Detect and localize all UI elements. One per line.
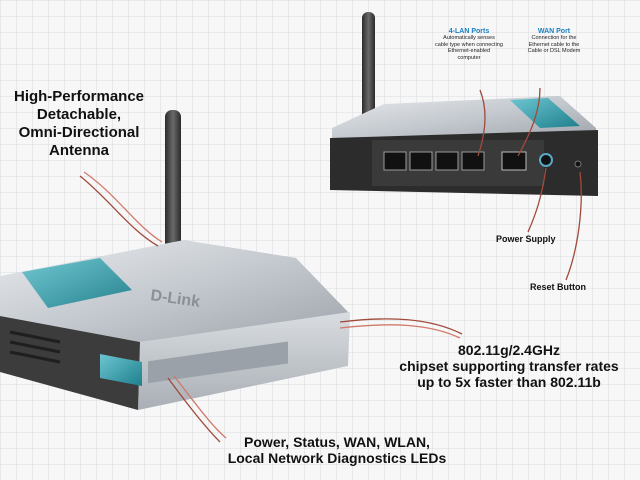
reset-button-hole (574, 160, 582, 168)
led-callout-line-2 (173, 375, 227, 439)
wan-port-callout: WAN Port Connection for the Ethernet cab… (514, 28, 594, 55)
power-callout-line (527, 167, 547, 233)
chipset-callout-line2: chipset supporting transfer rates (399, 358, 619, 374)
front-teal-band (22, 258, 132, 308)
chipset-callout-line (339, 318, 463, 335)
antenna-callout-line4: Antenna (49, 142, 109, 159)
lan-ports (383, 151, 485, 171)
chipset-callout-line-2 (339, 324, 461, 339)
side-vents (9, 330, 61, 364)
brand-logo: D-Link (149, 287, 201, 311)
wan-port-desc-2: Ethernet cable to the (528, 41, 580, 48)
lan-ports-desc-4: computer (457, 54, 481, 61)
led-callout-line1: Power, Status, WAN, WLAN, (244, 434, 430, 450)
antenna-callout-line (79, 175, 159, 247)
chipset-callout-line1: 802.11g/2.4GHz (458, 342, 560, 358)
lan-ports-desc-3: Ethernet-enabled (447, 48, 491, 54)
callout-lines (79, 87, 582, 443)
chipset-callout: 802.11g/2.4GHz chipset supporting transf… (378, 342, 640, 390)
lan-ports-desc-2: cable type when connecting (435, 41, 503, 48)
antenna-callout-line3: Omni-Directional (18, 124, 140, 141)
wan-port (501, 151, 527, 171)
lan-ports-callout: 4-LAN Ports Automatically senses cable t… (424, 28, 514, 61)
lan-callout-line (477, 89, 486, 157)
wan-port-desc-3: Cable or DSL Modem (527, 48, 581, 54)
router-back-view (330, 12, 598, 196)
reset-callout-line (565, 171, 582, 281)
antenna-callout-line1: High-Performance (13, 88, 145, 105)
wan-callout-line (517, 87, 541, 157)
chipset-callout-line3: up to 5x faster than 802.11b (417, 374, 601, 390)
front-teal-badge (100, 354, 142, 386)
back-teal-stripe (510, 98, 580, 128)
wan-port-desc-1: Connection for the (531, 35, 577, 41)
led-callout-line (167, 377, 221, 443)
lan-ports-title: 4-LAN Ports (448, 28, 490, 35)
back-antenna (362, 12, 375, 130)
power-supply-label: Power Supply (496, 234, 556, 244)
antenna-callout-line2: Detachable, (36, 106, 122, 123)
led-callout: Power, Status, WAN, WLAN, Local Network … (206, 434, 468, 466)
lan-ports-desc-1: Automatically senses (443, 35, 495, 41)
front-antenna (165, 110, 181, 270)
power-jack (539, 153, 553, 167)
antenna-callout: High-Performance Detachable, Omni-Direct… (4, 88, 154, 160)
wan-port-title: WAN Port (537, 28, 571, 35)
antenna-callout-line-2 (83, 171, 163, 243)
router-front-view (0, 110, 350, 410)
led-callout-line2: Local Network Diagnostics LEDs (227, 450, 447, 466)
led-strip (148, 341, 288, 384)
front-router-side (0, 316, 140, 410)
reset-button-label: Reset Button (530, 282, 586, 292)
